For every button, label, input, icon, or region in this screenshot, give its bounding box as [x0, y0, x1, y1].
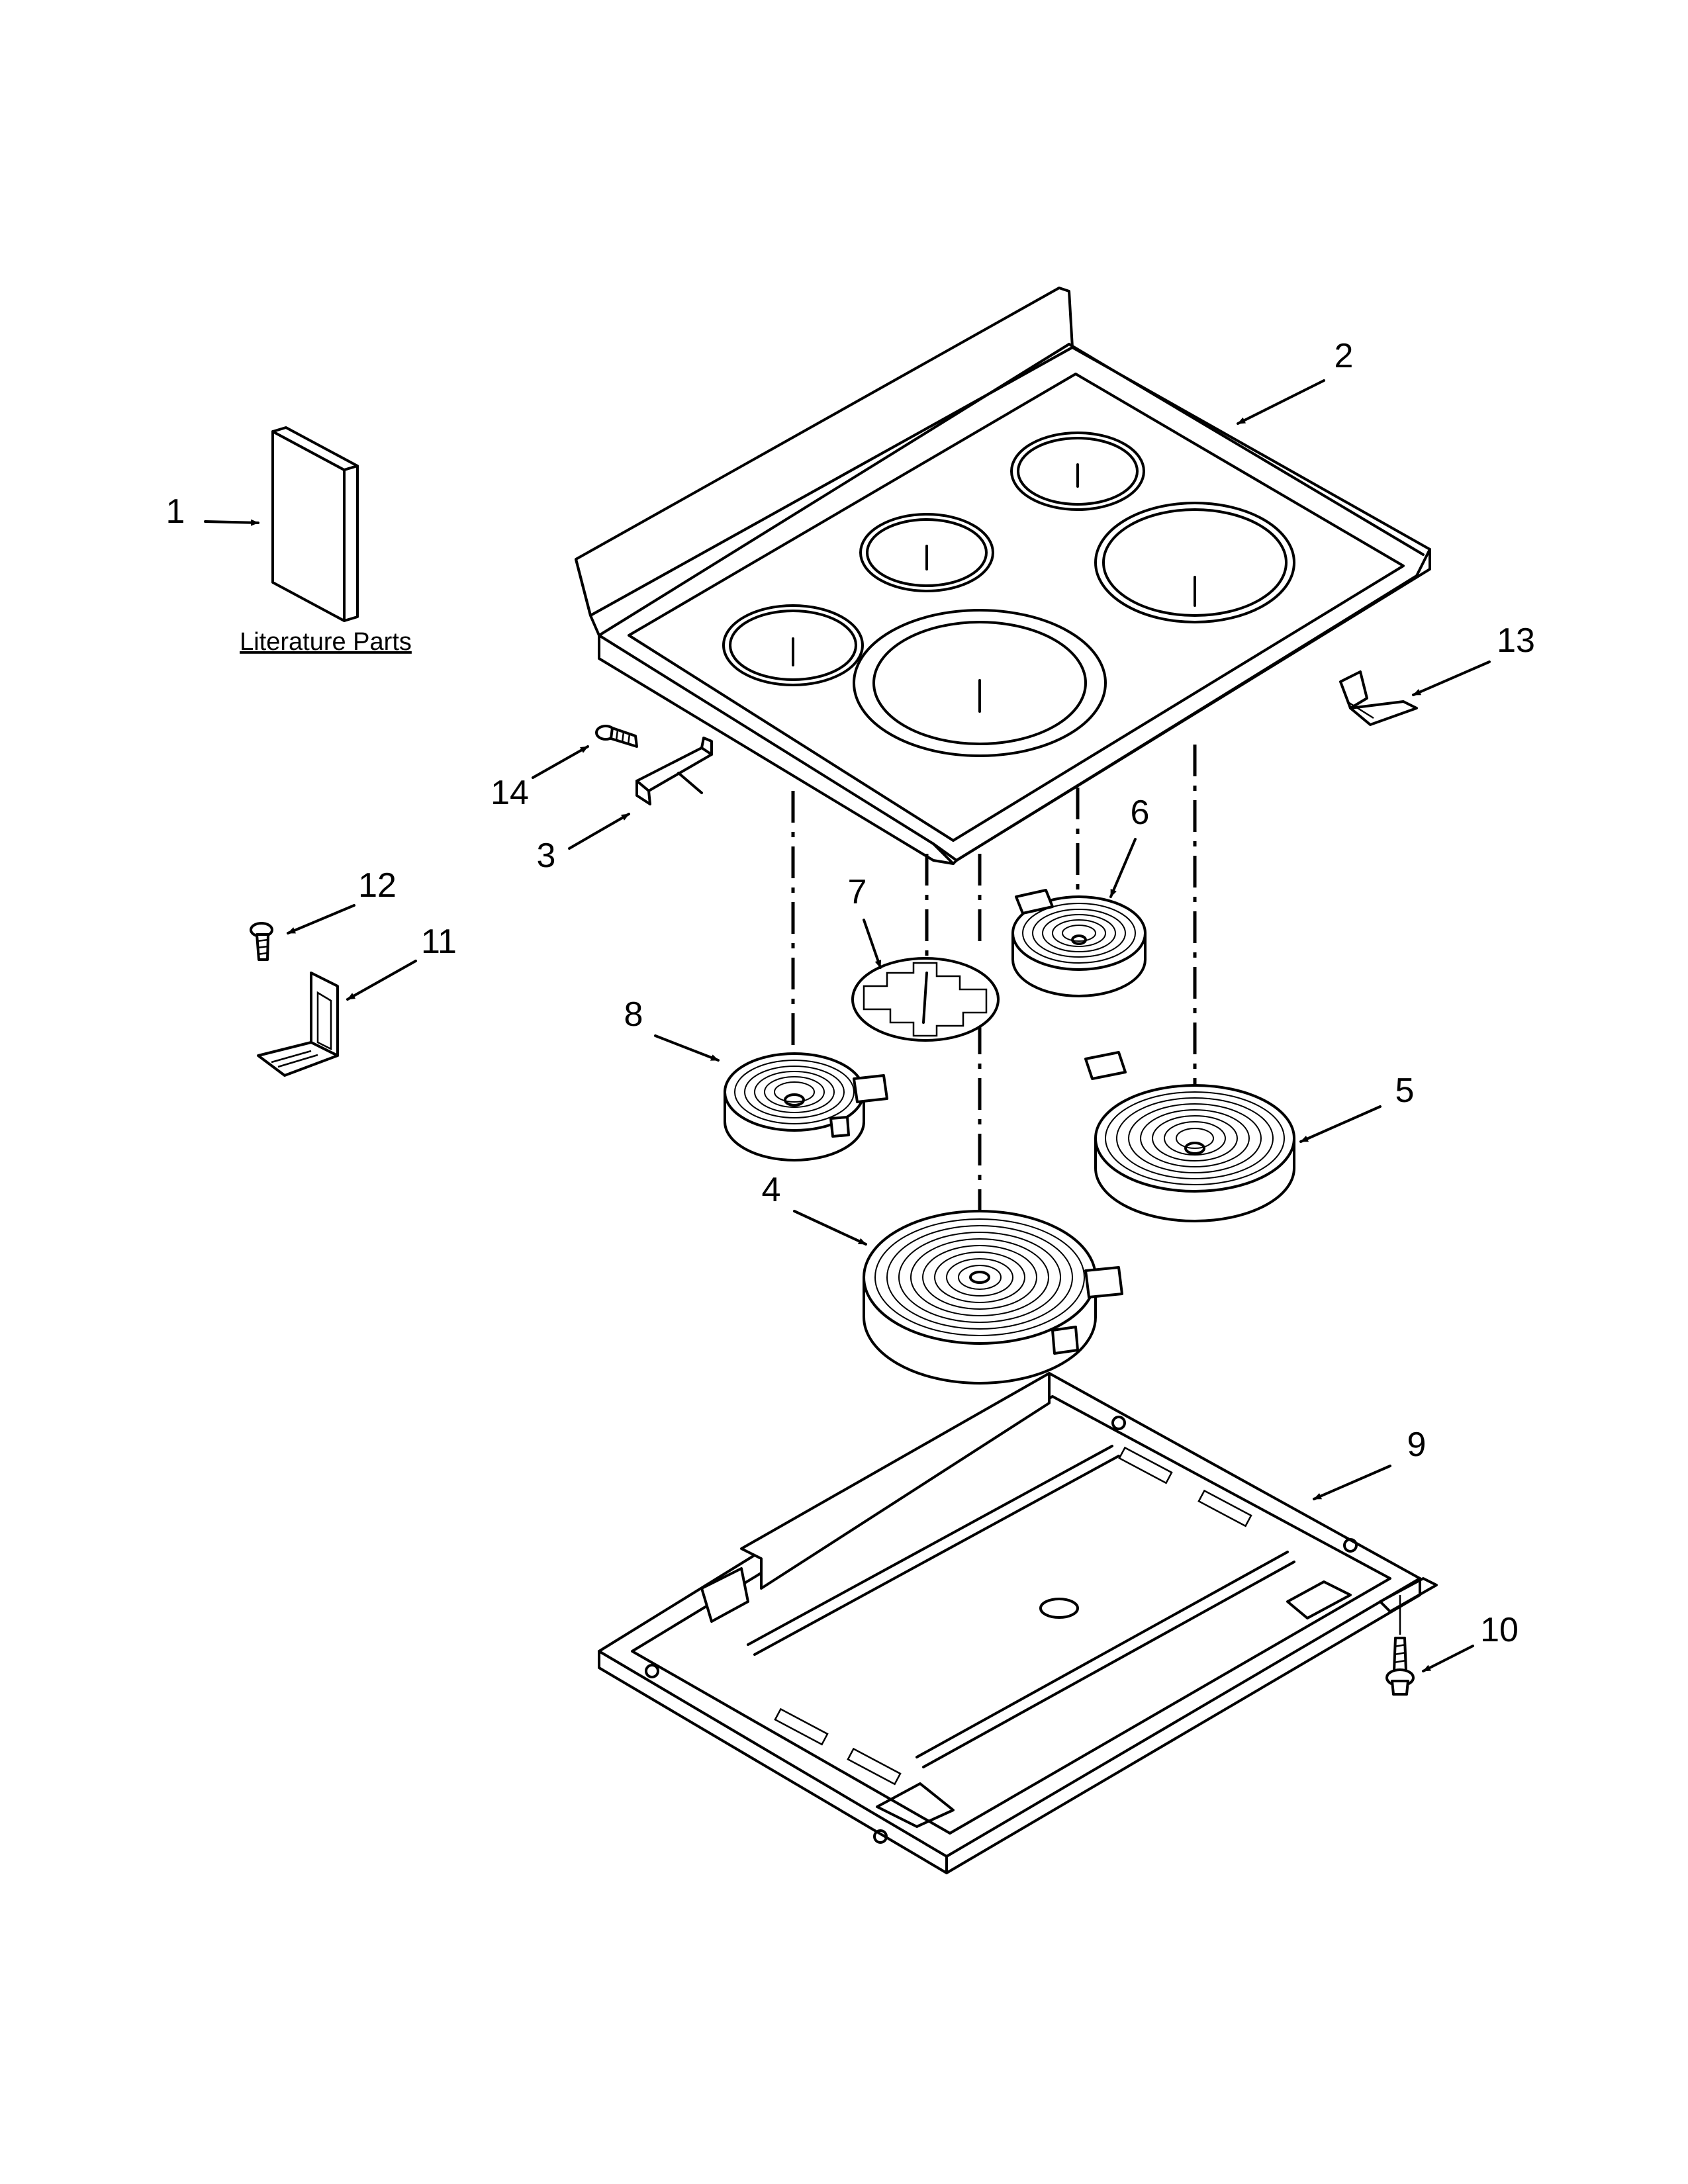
- callout-7: 7: [848, 873, 867, 911]
- bracket-3[interactable]: [635, 737, 713, 805]
- callout-5-arrow: [1299, 1105, 1382, 1143]
- bracket-11[interactable]: [257, 972, 339, 1077]
- callout-14: 14: [491, 774, 529, 812]
- screw-10[interactable]: [1385, 1595, 1415, 1696]
- callout-3: 3: [537, 837, 556, 875]
- callout-2-arrow: [1237, 379, 1325, 425]
- screw-12[interactable]: [250, 922, 273, 961]
- literature-parts-booklet[interactable]: [271, 426, 359, 622]
- screw-14[interactable]: [595, 725, 638, 748]
- callout-9-arrow: [1313, 1465, 1391, 1500]
- callout-10: 10: [1480, 1611, 1519, 1649]
- callout-6-arrow: [1109, 838, 1137, 898]
- callout-9: 9: [1407, 1426, 1427, 1464]
- surface-element-4[interactable]: [863, 1210, 1123, 1385]
- callout-11: 11: [421, 923, 457, 961]
- insulator-7[interactable]: [851, 957, 1000, 1042]
- callout-7-arrow: [863, 919, 882, 969]
- callout-5: 5: [1395, 1071, 1415, 1110]
- callout-13: 13: [1497, 621, 1535, 660]
- literature-parts-label: Literature Parts: [240, 628, 412, 656]
- burner-box-frame-9[interactable]: [598, 1372, 1438, 1874]
- clip-13[interactable]: [1339, 670, 1418, 726]
- callout-6: 6: [1131, 794, 1150, 832]
- callout-1: 1: [166, 492, 185, 531]
- callout-11-arrow: [346, 960, 417, 1001]
- callout-8: 8: [624, 995, 643, 1034]
- cooktop-glass-assembly[interactable]: [575, 287, 1431, 865]
- callout-2: 2: [1335, 337, 1354, 375]
- callout-4: 4: [762, 1171, 781, 1209]
- callout-14-arrow: [532, 745, 589, 779]
- surface-element-8[interactable]: [724, 1052, 888, 1161]
- callout-3-arrow: [568, 813, 630, 850]
- callout-12: 12: [358, 866, 397, 905]
- callout-13-arrow: [1412, 660, 1491, 696]
- callout-10-arrow: [1422, 1645, 1474, 1672]
- callout-4-arrow: [793, 1210, 867, 1246]
- callout-12-arrow: [287, 904, 355, 934]
- surface-element-5[interactable]: [1084, 1051, 1295, 1222]
- callout-1-arrow: [204, 519, 259, 526]
- surface-element-6[interactable]: [1011, 889, 1147, 997]
- callout-8-arrow: [654, 1034, 720, 1062]
